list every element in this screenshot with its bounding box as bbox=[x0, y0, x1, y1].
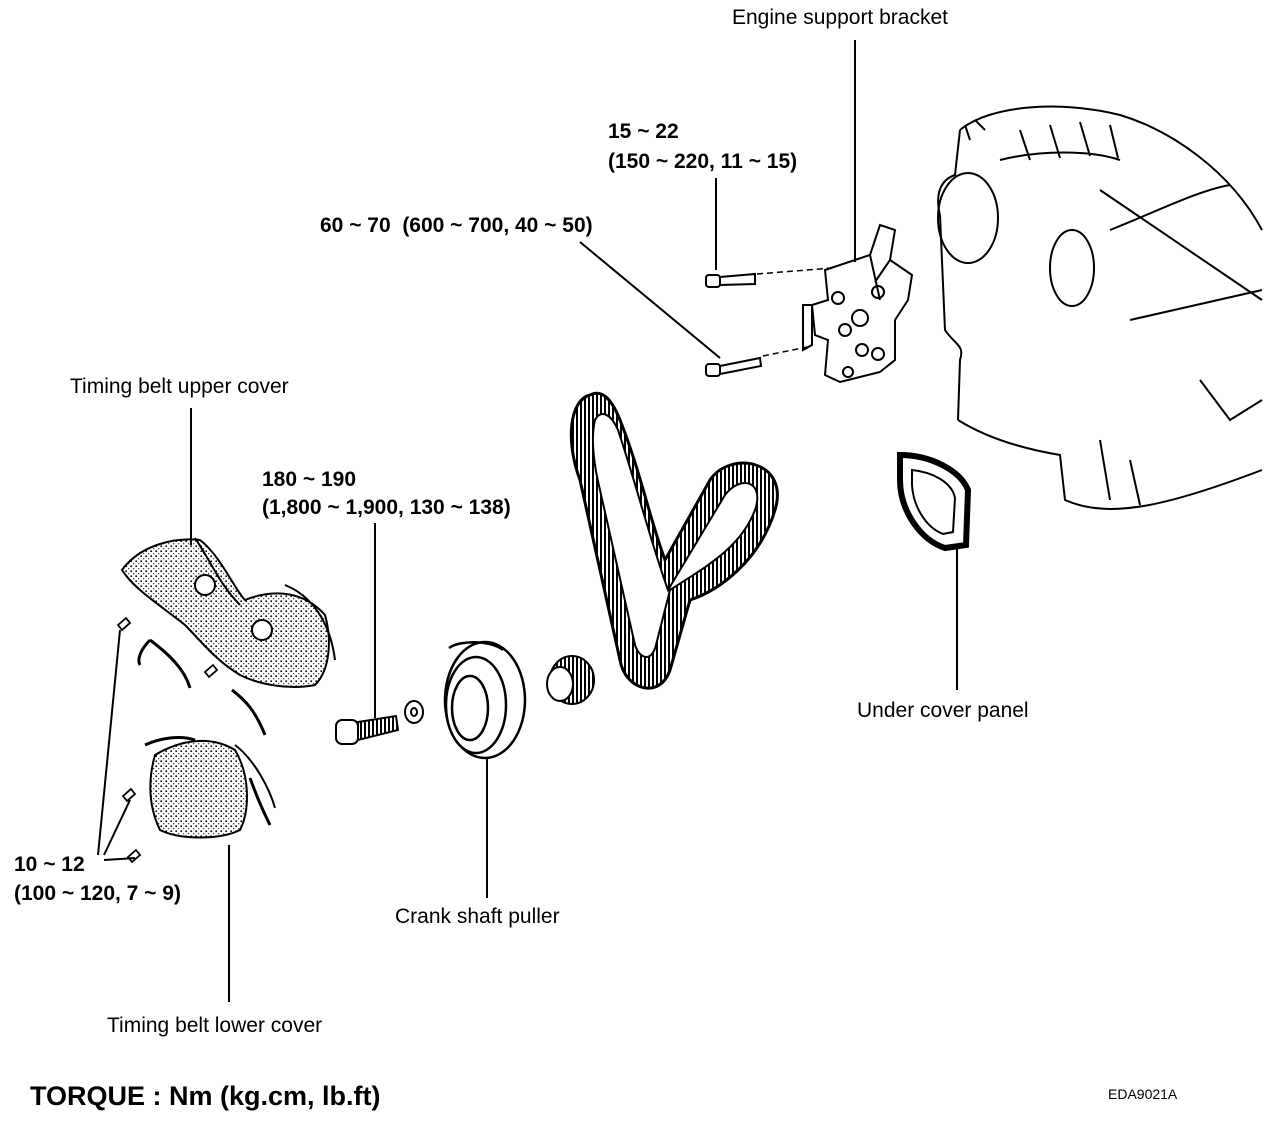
figure-code: EDA9021A bbox=[1108, 1086, 1178, 1102]
label-bracket-mount-torque: 60 ~ 70 (600 ~ 700, 40 ~ 50) bbox=[320, 214, 593, 237]
bracket-bolts bbox=[705, 272, 763, 377]
bracket-bolt-dashes bbox=[756, 267, 833, 357]
label-engine-support-bracket: Engine support bracket bbox=[732, 6, 948, 29]
engine-support-bracket-part bbox=[802, 223, 914, 384]
label-cover-bolt-torque-nm: 10 ~ 12 bbox=[14, 853, 85, 876]
engine-block bbox=[937, 105, 1263, 510]
cover-gaskets bbox=[137, 638, 272, 826]
under-cover-panel-part bbox=[897, 451, 972, 552]
crankshaft-bolt-part bbox=[335, 700, 424, 745]
label-crank-bolt-torque-nm: 180 ~ 190 bbox=[262, 468, 357, 491]
label-bracket-bolt-torque-nm: 15 ~ 22 bbox=[608, 120, 679, 143]
crankshaft-sprocket-part bbox=[546, 655, 595, 705]
timing-belt-lower-cover-part bbox=[149, 739, 276, 839]
timing-belt bbox=[569, 391, 779, 690]
torque-units-caption: TORQUE : Nm (kg.cm, lb.ft) bbox=[30, 1081, 381, 1111]
timing-belt-upper-cover-part bbox=[120, 537, 336, 688]
leader-lines bbox=[97, 40, 958, 1002]
label-under-cover-panel: Under cover panel bbox=[857, 699, 1029, 722]
label-timing-belt-upper-cover: Timing belt upper cover bbox=[70, 375, 289, 398]
label-cover-bolt-torque-alt: (100 ~ 120, 7 ~ 9) bbox=[14, 882, 181, 905]
cover-bolts bbox=[116, 616, 219, 864]
label-crank-bolt-torque-alt: (1,800 ~ 1,900, 130 ~ 138) bbox=[262, 496, 511, 519]
crankshaft-pulley-part bbox=[443, 640, 527, 760]
label-timing-belt-lower-cover: Timing belt lower cover bbox=[107, 1014, 323, 1037]
label-crank-shaft-puller: Crank shaft puller bbox=[395, 905, 560, 928]
label-bracket-bolt-torque-alt: (150 ~ 220, 11 ~ 15) bbox=[608, 150, 798, 173]
